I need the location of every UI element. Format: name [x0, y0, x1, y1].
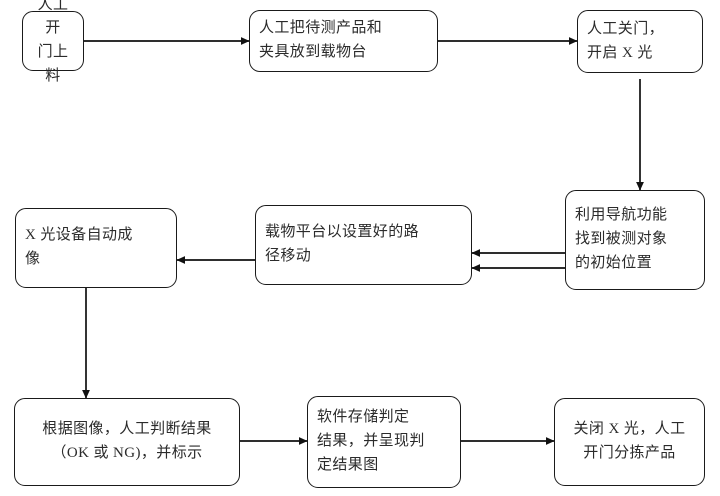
node-software-store-result[interactable]: 软件存储判定 结果，并呈现判 定结果图 — [307, 396, 461, 488]
node-label: X 光设备自动成 像 — [25, 227, 133, 267]
node-xray-auto-imaging[interactable]: X 光设备自动成 像 — [15, 208, 177, 288]
node-label: 人工开 门上料 — [37, 0, 69, 84]
node-navigate-to-initial-position[interactable]: 利用导航功能 找到被测对象 的初始位置 — [565, 190, 705, 290]
node-turn-off-xray-sort-product[interactable]: 关闭 X 光，人工 开门分拣产品 — [554, 398, 705, 486]
node-manual-judge-result[interactable]: 根据图像，人工判断结果 （OK 或 NG)，并标示 — [14, 398, 240, 486]
node-label: 载物平台以设置好的路 径移动 — [265, 224, 420, 264]
node-label: 利用导航功能 找到被测对象 的初始位置 — [575, 207, 668, 271]
node-label: 人工把待测产品和 夹具放到载物台 — [259, 20, 383, 60]
node-label: 软件存储判定 结果，并呈现判 定结果图 — [317, 409, 425, 473]
node-place-product-and-fixture[interactable]: 人工把待测产品和 夹具放到载物台 — [249, 10, 438, 72]
node-label: 根据图像，人工判断结果 （OK 或 NG)，并标示 — [42, 421, 212, 461]
node-stage-moves-along-path[interactable]: 载物平台以设置好的路 径移动 — [255, 205, 472, 285]
node-close-door-turn-on-xray[interactable]: 人工关门， 开启 X 光 — [577, 10, 703, 73]
node-label: 关闭 X 光，人工 开门分拣产品 — [573, 421, 686, 461]
node-manual-open-door-load[interactable]: 人工开 门上料 — [22, 0, 84, 84]
node-label: 人工关门， 开启 X 光 — [587, 20, 665, 61]
